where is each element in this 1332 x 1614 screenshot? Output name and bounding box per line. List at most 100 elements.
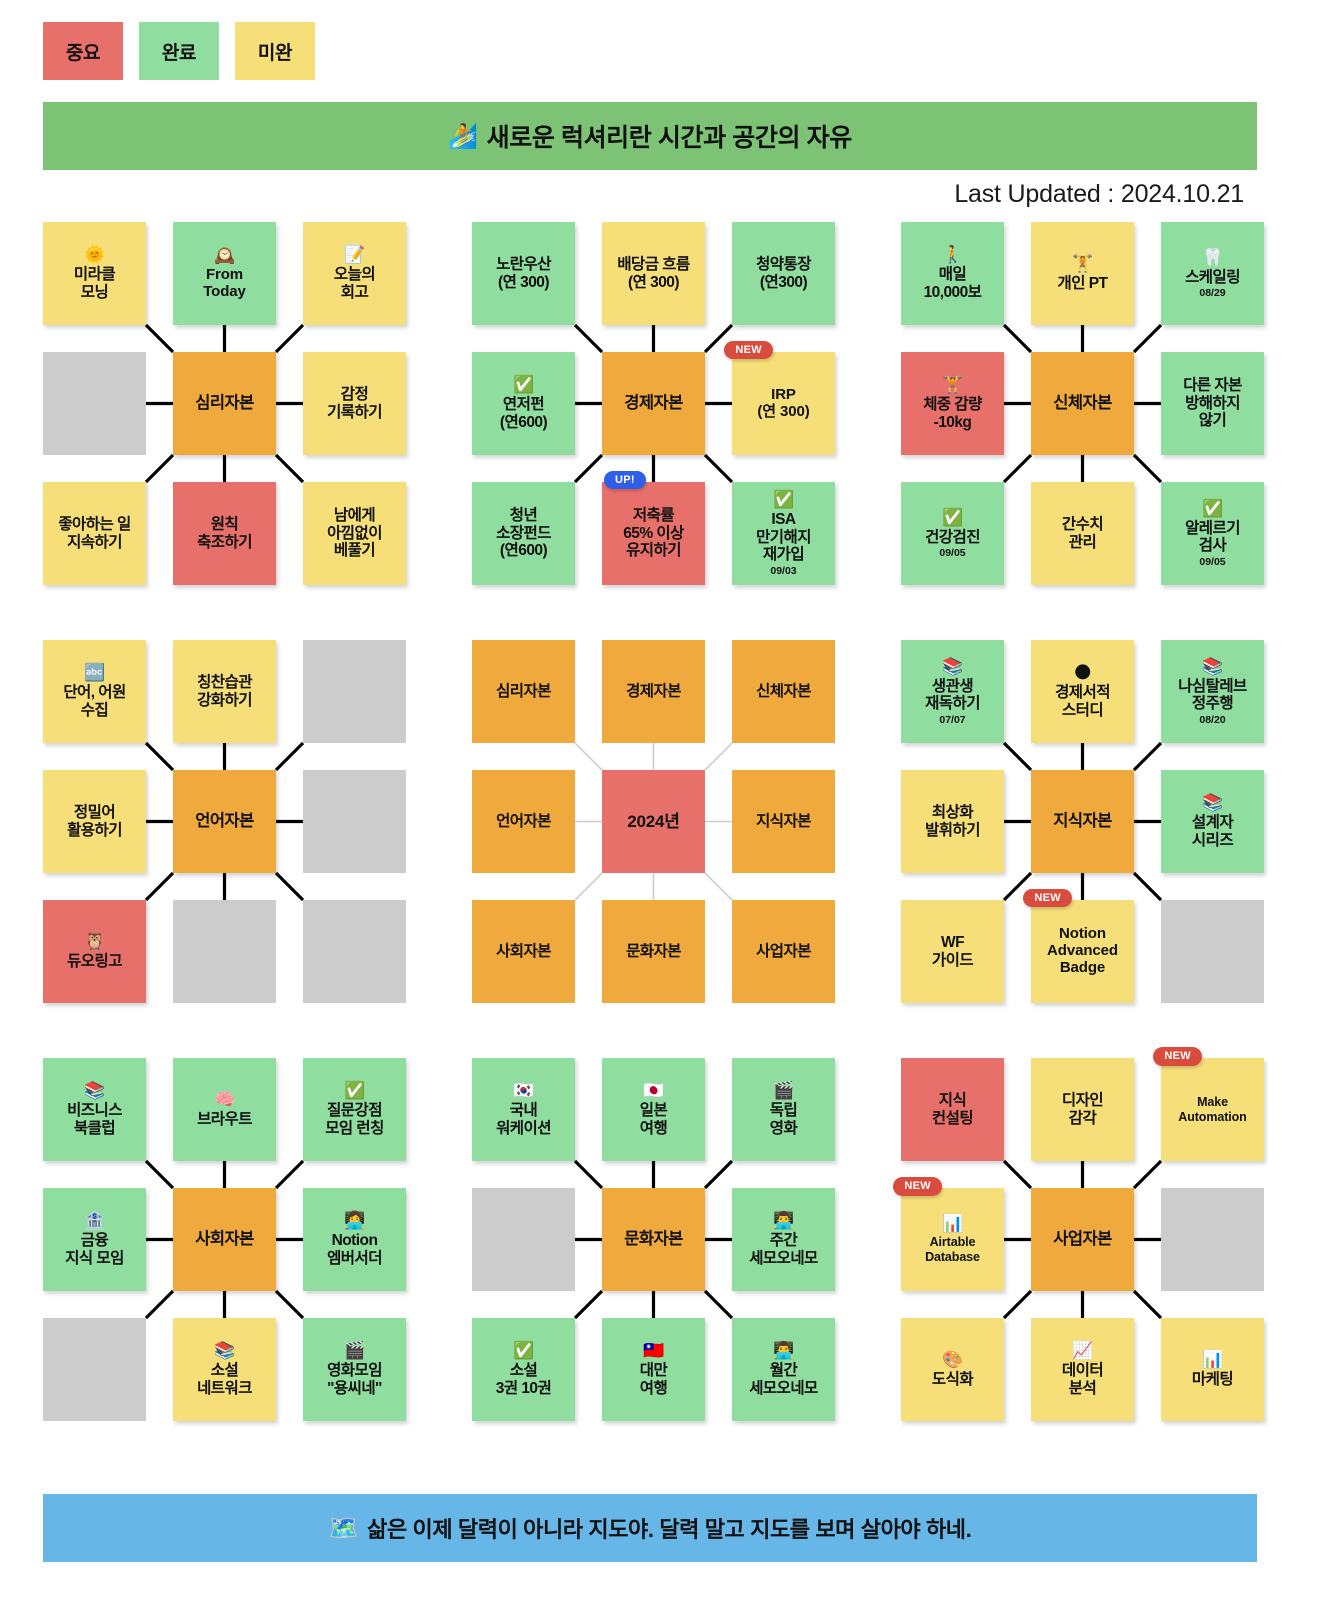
cell-emoji-icon: 🏋️ [1072, 253, 1093, 273]
cell-label: Airtable Database [925, 1234, 980, 1264]
goal-cell[interactable]: 🏋️체중 감량 -10kg [901, 352, 1004, 455]
goal-cell[interactable]: 최상화 발휘하기 [901, 770, 1004, 873]
goal-cell[interactable]: 노란우산 (연 300) [472, 222, 575, 325]
goal-cell[interactable]: WF 가이드 [901, 900, 1004, 1003]
goal-cell[interactable]: 📚설계자 시리즈 [1161, 770, 1264, 873]
goal-cell[interactable]: 📚소설 네트워크 [173, 1318, 276, 1421]
center-cell[interactable]: 신체자본 [1031, 352, 1134, 455]
cell-label: 영화모임 "용씨네" [327, 1362, 382, 1397]
cell-label: 금융 지식 모임 [65, 1232, 124, 1267]
goal-cell[interactable]: 정밀어 활용하기 [43, 770, 146, 873]
goal-cell[interactable]: 심리자본 [472, 640, 575, 743]
center-cell[interactable]: 언어자본 [173, 770, 276, 873]
goal-cell[interactable]: 📊마케팅 [1161, 1318, 1264, 1421]
center-cell[interactable]: 사업자본 [1031, 1188, 1134, 1291]
goal-cell[interactable]: 좋아하는 일 지속하기 [43, 482, 146, 585]
center-cell[interactable]: 2024년 [602, 770, 705, 873]
cell-label: 문화자본 [626, 942, 681, 960]
goal-cell[interactable]: 🇰🇷국내 워케이션 [472, 1058, 575, 1161]
goal-cell[interactable]: ✅연저펀 (연600) [472, 352, 575, 455]
goal-cell[interactable]: UP!저축률 65% 이상 유지하기 [602, 471, 705, 585]
new-badge: NEW [724, 341, 773, 360]
goal-cell[interactable]: 🌞미라클 모닝 [43, 222, 146, 325]
goal-cell[interactable]: 사회자본 [472, 900, 575, 1003]
goal-cell[interactable]: 👩‍💻Notion 엠버서더 [303, 1188, 406, 1291]
goal-cell[interactable]: 🚶매일 10,000보 [901, 222, 1004, 325]
cell-emoji-icon: 📚 [214, 1341, 235, 1360]
goal-cell[interactable]: 간수치 관리 [1031, 482, 1134, 585]
center-cell[interactable]: 심리자본 [173, 352, 276, 455]
goal-cell[interactable]: 🔤단어, 어원 수집 [43, 640, 146, 743]
goal-cell[interactable]: 📝오늘의 회고 [303, 222, 406, 325]
cell-label: WF 가이드 [931, 934, 974, 969]
goal-cell[interactable]: 배당금 흐름 (연 300) [602, 222, 705, 325]
goal-cell[interactable]: 원칙 축조하기 [173, 482, 276, 585]
goal-cell[interactable]: 남에게 아낌없이 베풀기 [303, 482, 406, 585]
goal-cell[interactable]: 청년 소장펀드 (연600) [472, 482, 575, 585]
center-cell[interactable]: 문화자본 [602, 1188, 705, 1291]
goal-cell[interactable]: 🎬영화모임 "용씨네" [303, 1318, 406, 1421]
cell-label: 지식자본 [756, 812, 811, 830]
goal-cell[interactable]: 🧠브라우트 [173, 1058, 276, 1161]
cell-label: 비즈니스 북클럽 [67, 1102, 122, 1137]
goal-cell[interactable]: 다른 자본 방해하지 않기 [1161, 352, 1264, 455]
center-cell[interactable]: 경제자본 [602, 352, 705, 455]
goal-cell[interactable]: 📈데이터 분석 [1031, 1318, 1134, 1421]
goal-cell[interactable]: 🌑경제서적 스터디 [1031, 640, 1134, 743]
goal-cell[interactable]: 🎬독립 영화 [732, 1058, 835, 1161]
center-cell[interactable]: 지식자본 [1031, 770, 1134, 873]
goal-cell[interactable]: 청약통장 (연300) [732, 222, 835, 325]
empty-cell [303, 900, 406, 1003]
cell-emoji-icon: 👨‍💻 [773, 1211, 794, 1230]
cell-label: 감정 기록하기 [327, 386, 382, 421]
cell-emoji-icon: 📊 [941, 1213, 964, 1233]
cell-emoji-icon: 🏋️ [942, 375, 963, 394]
cell-label: ISA 만기해지 재가입 [756, 511, 811, 563]
cell-label: 지식 컨설팅 [931, 1092, 974, 1127]
goal-cell[interactable]: 👨‍💻월간 세모오네모 [732, 1318, 835, 1421]
goal-cell[interactable]: ✅질문강점 모임 런칭 [303, 1058, 406, 1161]
empty-cell [1161, 1188, 1264, 1291]
goal-cell[interactable]: 🏋️개인 PT [1031, 222, 1134, 325]
last-updated-text: Last Updated : 2024.10.21 [954, 180, 1244, 208]
goal-cell[interactable]: ✅소설 3권 10권 [472, 1318, 575, 1421]
goal-cell[interactable]: 🏦금융 지식 모임 [43, 1188, 146, 1291]
goal-cell[interactable]: 🕰️From Today [173, 222, 276, 325]
goal-cell[interactable]: 감정 기록하기 [303, 352, 406, 455]
center-cell[interactable]: 사회자본 [173, 1188, 276, 1291]
goal-cell[interactable]: 언어자본 [472, 770, 575, 873]
goal-cell[interactable]: NEW📊Airtable Database [893, 1177, 1004, 1291]
goal-cell[interactable]: 📚비즈니스 북클럽 [43, 1058, 146, 1161]
goal-cell[interactable]: 👨‍💻주간 세모오네모 [732, 1188, 835, 1291]
goal-cell[interactable]: 지식자본 [732, 770, 835, 873]
goal-cell[interactable]: 신체자본 [732, 640, 835, 743]
cell-emoji-icon: 📈 [1072, 1341, 1093, 1360]
goal-cell[interactable]: 경제자본 [602, 640, 705, 743]
goal-cell[interactable]: 🇯🇵일본 여행 [602, 1058, 705, 1161]
goal-cell[interactable]: 🦉듀오링고 [43, 900, 146, 1003]
goal-cell[interactable]: 문화자본 [602, 900, 705, 1003]
goal-cell[interactable]: 🇹🇼대만 여행 [602, 1318, 705, 1421]
goal-cell[interactable]: 칭찬습관 강화하기 [173, 640, 276, 743]
goal-cell[interactable]: 디자인 감각 [1031, 1058, 1134, 1161]
cell-label: 2024년 [627, 811, 680, 831]
goal-cell[interactable]: 지식 컨설팅 [901, 1058, 1004, 1161]
goal-cell[interactable]: 사업자본 [732, 900, 835, 1003]
empty-cell [1161, 900, 1264, 1003]
cell-label: 사업자본 [1053, 1230, 1112, 1249]
cell-date: 08/20 [1199, 713, 1226, 726]
goal-cell[interactable]: 🎨도식화 [901, 1318, 1004, 1421]
